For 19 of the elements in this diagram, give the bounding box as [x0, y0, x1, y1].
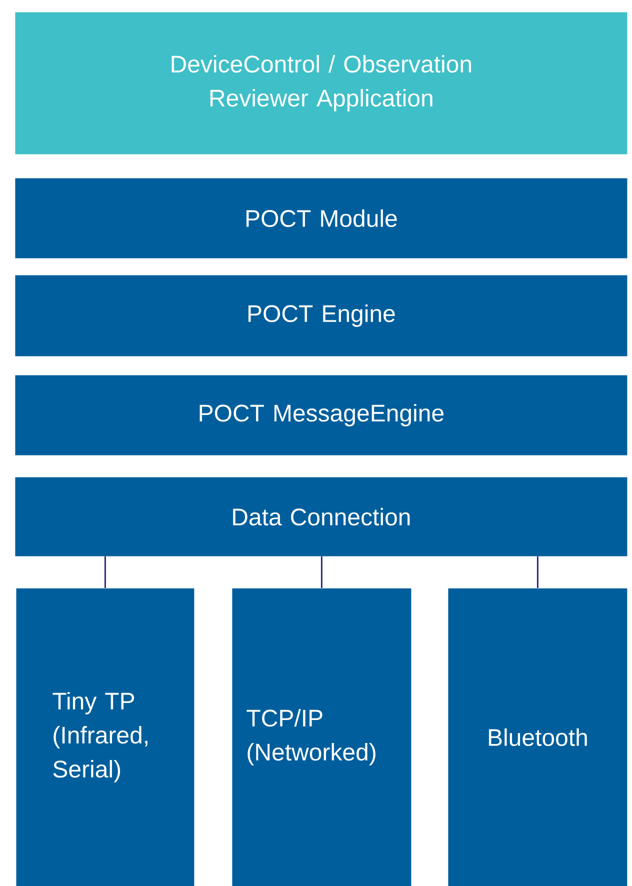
layer-box	[15, 178, 628, 258]
connector-line	[536, 556, 538, 588]
transport-box	[232, 588, 412, 886]
box-label: POCT Module	[246, 209, 397, 228]
layer-box	[15, 275, 628, 356]
box-label: Bluetooth	[488, 728, 587, 746]
box-label: DeviceControl / Observation Reviewer Application	[172, 55, 471, 112]
transport-box	[16, 588, 194, 886]
box-label: TCP/IP (Networked)	[246, 709, 376, 766]
box-label: POCT Engine	[248, 304, 395, 327]
connector-line	[320, 556, 322, 588]
layer-box	[15, 375, 628, 456]
box-label: Data Connection	[233, 508, 410, 526]
transport-box	[448, 588, 628, 886]
layer-box	[15, 477, 628, 556]
box-label: Tiny TP (Infrared, Serial)	[52, 692, 148, 782]
box-label: POCT MessageEngine	[200, 404, 444, 426]
application-box	[15, 12, 628, 154]
connector-line	[104, 556, 106, 588]
